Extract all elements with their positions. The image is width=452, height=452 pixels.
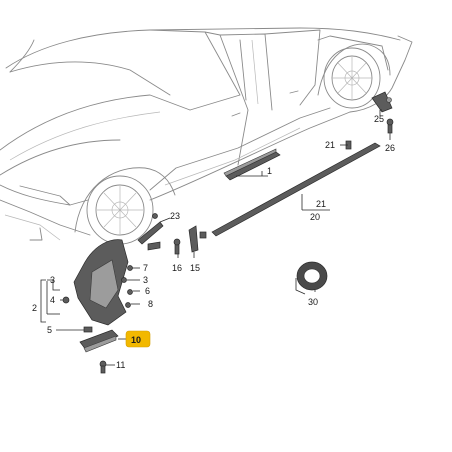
wheel-liner-shield (73, 239, 129, 326)
rear-bracket-25 (371, 91, 393, 113)
fasteners-left (62, 265, 133, 374)
sill-trim-strip (223, 148, 281, 181)
side-moulding-long (211, 142, 381, 237)
label-10: 10 (131, 335, 141, 345)
pin-16 (173, 238, 181, 255)
label-15: 15 (190, 263, 200, 273)
label-30: 30 (308, 297, 318, 307)
label-8: 8 (148, 299, 153, 309)
label-4: 4 (50, 295, 55, 305)
label-11: 11 (116, 360, 125, 370)
label-1: 1 (267, 166, 272, 176)
car-outline (0, 27, 413, 245)
label-16: 16 (172, 263, 182, 273)
label-6: 6 (145, 286, 150, 296)
front-moulding-piece-23 (137, 213, 164, 245)
label-7: 7 (143, 263, 148, 273)
bracket-22 (147, 241, 161, 251)
screw-26 (386, 118, 394, 134)
label-5: 5 (47, 325, 52, 335)
label-20: 20 (310, 212, 320, 222)
label-21-mid: 21 (316, 199, 326, 209)
label-25: 25 (374, 114, 384, 124)
label-21-top: 21 (325, 140, 335, 150)
label-3-right: 3 (143, 275, 148, 285)
clip-small-right (199, 231, 207, 239)
leader-lines (40, 109, 391, 366)
callout-10-highlight: 10 (125, 330, 151, 348)
label-23: 23 (170, 211, 180, 221)
lower-trim-10 (79, 329, 119, 353)
clip-15 (188, 225, 199, 253)
label-26: 26 (385, 143, 395, 153)
label-2: 2 (32, 303, 37, 313)
tape-roll-30 (295, 261, 328, 295)
label-3-left: 3 (50, 275, 55, 285)
